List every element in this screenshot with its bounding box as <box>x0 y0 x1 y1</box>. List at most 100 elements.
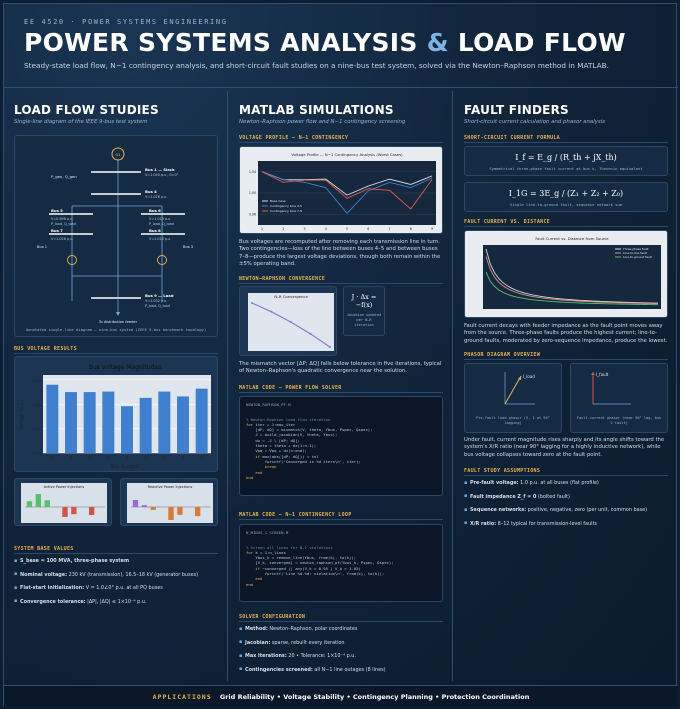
iload-label: I_load <box>523 374 535 379</box>
divider <box>464 142 668 143</box>
base-item: Flat-start initialization: V = 1.0∠0° p.… <box>14 585 218 592</box>
arrow-icon <box>591 372 595 375</box>
system-base-list: S_base = 100 MVA, three-phase system Nom… <box>14 558 218 612</box>
bar <box>177 507 183 515</box>
formula2-caption: Single line-to-ground fault, sequence ne… <box>509 202 622 207</box>
fvd-heading: FAULT CURRENT VS. DISTANCE <box>464 219 551 225</box>
x-tick-label: 8 <box>182 455 185 460</box>
chart-title: Active Power Injections <box>44 485 85 489</box>
solver-item: Jacobian: sparse, rebuilt every iteratio… <box>239 639 443 646</box>
footer: APPLICATIONS Grid Reliability • Voltage … <box>4 685 678 707</box>
base-item: S_base = 100 MVA, three-phase system <box>14 558 218 565</box>
legend-label: Line-to-ground fault <box>623 255 653 259</box>
chart-title: Voltage Profile — N−1 Contingency Analys… <box>291 152 403 157</box>
x-tick-label: 6 <box>144 455 147 460</box>
column-matlab: MATLAB SIMULATIONS Newton–Raphson power … <box>229 91 453 681</box>
system-base-heading: SYSTEM BASE VALUES <box>14 546 74 552</box>
poster-subtitle: Steady-state load flow, N−1 contingency … <box>24 61 609 70</box>
assumptions-heading: FAULT STUDY ASSUMPTIONS <box>464 468 541 474</box>
bus1b-label: Bus 1 <box>37 245 47 249</box>
assumptions-list: Pre-fault voltage: 1.0 p.u. at all buses… <box>464 480 668 534</box>
chart-title: Bus Voltage Magnitudes <box>89 364 161 371</box>
legend-label: Line-to-line fault <box>623 251 648 255</box>
formula-slg: I_1G = 3E_g / (Z₁ + Z₂ + Z₀) Single line… <box>464 182 668 212</box>
fvd-text: Fault current decays with feeder impedan… <box>464 323 668 344</box>
bar <box>83 392 96 453</box>
bar <box>158 391 171 453</box>
poster-title: POWER SYSTEMS ANALYSIS & LOAD FLOW <box>24 28 626 57</box>
x-tick-label: 7 <box>163 455 166 460</box>
code2-heading: MATLAB CODE — N−1 CONTINGENCY LOOP <box>239 512 352 518</box>
title-end: LOAD FLOW <box>448 28 626 57</box>
bus-voltage-results-heading: BUS VOLTAGE RESULTS <box>14 346 77 352</box>
y-tick-label: 0.96 <box>249 213 256 217</box>
chart-title: Reactive Power Injections <box>148 485 193 489</box>
q-injection-chart: Reactive Power Injections <box>120 478 218 526</box>
bus1-label: Bus 1 — Slack <box>145 167 175 172</box>
bar <box>121 406 133 453</box>
assumption-item: Pre-fault voltage: 1.0 p.u. at all buses… <box>464 480 668 487</box>
bus5-load: P_load, Q_load <box>51 222 76 226</box>
ifault-label: I_fault <box>596 372 609 377</box>
divider <box>239 621 443 622</box>
bus5-voltage: V=0.996 p.u. <box>51 217 73 221</box>
nr-svg: N–R Convergence <box>248 293 334 351</box>
bus3-label: Bus 3 <box>183 245 193 249</box>
jacobian-caption: Jacobian updated per N–R iteration <box>346 313 382 327</box>
single-line-diagram: G1 Bus 1 — Slack V=1.040 p.u., θ=0° P_ge… <box>14 135 218 337</box>
divider <box>239 392 443 393</box>
phasor-text: Under fault, current magnitude rises sha… <box>464 437 665 458</box>
y-tick-label: 0.95 <box>33 426 42 431</box>
col2-title: MATLAB SIMULATIONS <box>239 103 394 117</box>
x-tick-label: 9 <box>431 227 433 231</box>
x-tick-label: 5 <box>126 455 129 460</box>
solver-item: Contingencies screened: all N−1 line out… <box>239 666 443 673</box>
generator3-icon <box>157 255 167 265</box>
feeder-label: To distribution feeder <box>98 320 138 324</box>
scc-formula-heading: SHORT-CIRCUIT CURRENT FORMULA <box>464 135 560 141</box>
solver-config-list: Method: Newton–Raphson, polar coordinate… <box>239 626 443 680</box>
bar <box>44 500 50 507</box>
divider <box>464 226 668 227</box>
code2-filename: N_MINUS_1_SCREEN.M <box>246 530 289 535</box>
fault-phasor: I_fault Fault-current phasor (near 90° l… <box>570 363 668 433</box>
x-axis-label: Bus Number <box>111 464 139 470</box>
x-tick-label: 1 <box>51 455 54 460</box>
col3-title: FAULT FINDERS <box>464 103 569 117</box>
p-injection-svg: Active Power Injections <box>21 483 107 523</box>
y-tick-label: 1.05 <box>33 377 42 382</box>
contingency-svg: Voltage Profile — N−1 Contingency Analys… <box>249 152 436 231</box>
divider <box>239 142 443 143</box>
bar <box>139 397 152 453</box>
bus4-label: Bus 4 <box>145 189 157 194</box>
x-tick-label: 1 <box>261 227 263 231</box>
jacobian-box: J · Δx = −f(x) Jacobian updated per N–R … <box>343 286 385 336</box>
bus1-voltage: V=1.040 p.u., θ=0° <box>145 173 179 177</box>
p-injection-chart: Active Power Injections <box>14 478 112 526</box>
series-line <box>261 171 433 196</box>
prefault-caption: Pre-fault load phasor (V, I at 90° laggi… <box>476 416 550 425</box>
col2-subtitle: Newton–Raphson power flow and N−1 contin… <box>239 119 406 125</box>
fault-svg: I_fault <box>591 372 631 405</box>
pgen-label: P_gen, Q_gen <box>51 174 77 179</box>
legend-label: Contingency Line 4-5 <box>270 204 302 208</box>
y-tick-label: 1.04 <box>249 170 256 174</box>
nr-text: The mismatch vector [ΔP; ΔQ] falls below… <box>239 361 442 375</box>
divider <box>14 553 218 554</box>
y-axis-label: Voltage (p.u.) <box>19 400 25 431</box>
formula1: I_f = E_g / (R_th + jX_th) <box>515 153 617 162</box>
bar <box>168 507 174 520</box>
code1-heading: MATLAB CODE — POWER FLOW SOLVER <box>239 385 342 391</box>
sld-caption: Annotated single-line diagram — nine-bus… <box>25 327 207 332</box>
x-tick-label: 2 <box>282 227 284 231</box>
sld-svg: G1 Bus 1 — Slack V=1.040 p.u., θ=0° P_ge… <box>37 147 193 324</box>
divider <box>239 519 443 520</box>
bar <box>89 507 95 515</box>
title-main: POWER SYSTEMS ANALYSIS <box>24 28 427 57</box>
x-tick-label: 4 <box>107 455 110 460</box>
x-tick-label: 7 <box>388 227 390 231</box>
footer-label: APPLICATIONS <box>152 693 212 701</box>
contingency-code: N_MINUS_1_SCREEN.M % Screen all lines fo… <box>239 524 443 602</box>
